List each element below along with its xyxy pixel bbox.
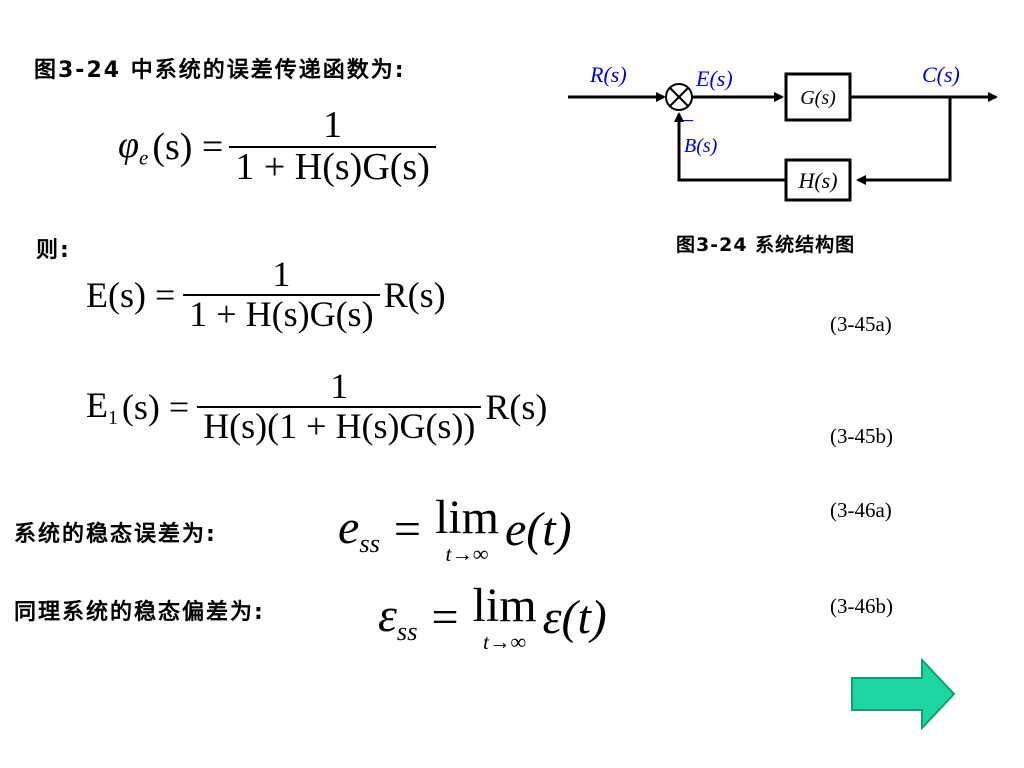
formula-phi: φe (s) = 1 1 + H(s)G(s) — [118, 104, 436, 188]
E1-symbol: E1 — [86, 384, 118, 429]
formula-E1: E1 (s) = 1 H(s)(1 + H(s)G(s)) R(s) — [86, 366, 548, 446]
eq-number-3-45a: (3-45a) — [830, 312, 892, 336]
ess-function: e(t) — [504, 503, 572, 557]
right-arrow-icon[interactable] — [848, 656, 960, 732]
feedback-path-line — [856, 97, 952, 185]
forward-block — [784, 72, 852, 122]
summing-junction-icon — [665, 83, 693, 111]
phi-symbol: φe — [118, 124, 149, 170]
formula-E: E(s) = 1 1 + H(s)G(s) R(s) — [86, 254, 446, 334]
feedback-return-line — [674, 112, 786, 182]
phi-numerator: 1 — [323, 104, 343, 146]
steady-error-label: 系统的稳态误差为: — [14, 522, 217, 547]
eq-number-3-46b: (3-46b) — [830, 594, 893, 618]
E-rhs: R(s) — [383, 274, 446, 315]
epsilon-equals: = — [431, 591, 459, 645]
steady-deviation-label: 同理系统的稳态偏差为: — [14, 600, 265, 625]
ess-equals: = — [393, 503, 421, 557]
E1-numerator: 1 — [330, 366, 349, 406]
error-label: E(s) — [695, 66, 733, 91]
feedback-block — [784, 158, 852, 202]
formula-steady-error: ess = lim t→∞ e(t) — [338, 494, 572, 566]
phi-denominator: 1 + H(s)G(s) — [229, 145, 436, 188]
epsilon-function: ε(t) — [542, 591, 607, 645]
epsilon-limit: lim t→∞ — [472, 579, 537, 654]
forward-block-label: G(s) — [800, 87, 836, 109]
phi-argument: (s) = — [152, 125, 224, 168]
ess-symbol: ess — [338, 501, 380, 559]
eq-number-3-45b: (3-45b) — [830, 424, 893, 448]
phi-fraction: 1 1 + H(s)G(s) — [229, 104, 436, 188]
output-label: C(s) — [922, 62, 960, 87]
block-diagram: G(s) H(s) R(s) E(s) C(s) − B(s) — [568, 62, 998, 202]
E1-fraction: 1 H(s)(1 + H(s)G(s)) — [197, 366, 482, 446]
input-label: R(s) — [589, 62, 627, 87]
E-lhs: E(s) = — [86, 274, 176, 315]
intro-text: 图3-24 中系统的误差传递函数为: — [34, 58, 406, 83]
ess-limit: lim t→∞ — [434, 491, 499, 566]
feedback-block-label: H(s) — [797, 168, 837, 193]
E-fraction: 1 1 + H(s)G(s) — [183, 254, 380, 334]
E1-rhs: R(s) — [485, 386, 548, 427]
formula-steady-deviation: εss = lim t→∞ ε(t) — [378, 582, 607, 654]
then-text: 则: — [36, 238, 71, 263]
diagram-caption: 图3-24 系统结构图 — [676, 234, 856, 256]
E1-denominator: H(s)(1 + H(s)G(s)) — [197, 405, 482, 446]
minus-sign: − — [682, 108, 694, 133]
E1-argument: (s) = — [121, 386, 190, 427]
E-denominator: 1 + H(s)G(s) — [183, 293, 380, 334]
E-numerator: 1 — [272, 254, 291, 294]
epsilon-ss-symbol: εss — [378, 589, 418, 647]
eq-number-3-46a: (3-46a) — [830, 498, 892, 522]
feedback-signal-label: B(s) — [684, 135, 718, 157]
